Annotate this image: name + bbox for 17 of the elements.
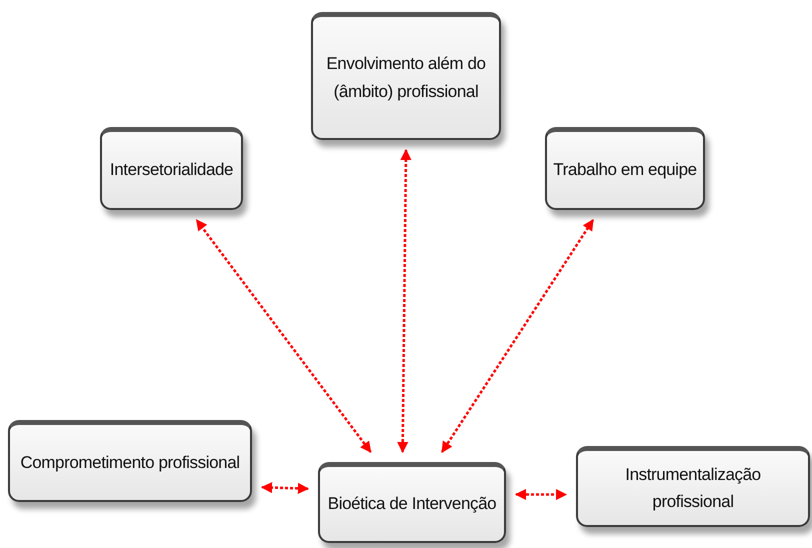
concept-label: Intersetorialidade xyxy=(110,159,234,182)
double-arrow xyxy=(441,219,594,453)
concept-box xyxy=(100,127,243,210)
double-arrow xyxy=(514,488,568,500)
concept-box xyxy=(576,446,810,527)
concept-label: Bioética de Intervenção xyxy=(328,493,496,516)
double-arrow xyxy=(260,482,310,494)
double-arrow xyxy=(196,219,372,453)
concept-box xyxy=(318,462,506,543)
concept-box xyxy=(8,420,252,502)
concept-box xyxy=(545,127,705,210)
concept-box xyxy=(311,12,501,140)
concept-label: Envolvimento além do (âmbito) profissional xyxy=(325,53,487,102)
double-arrow xyxy=(397,148,412,454)
concept-label: Trabalho em equipe xyxy=(553,159,697,182)
concept-label: Comprometimento profissional xyxy=(20,452,240,474)
concept-label: Instrumentalização profissional xyxy=(624,464,762,513)
